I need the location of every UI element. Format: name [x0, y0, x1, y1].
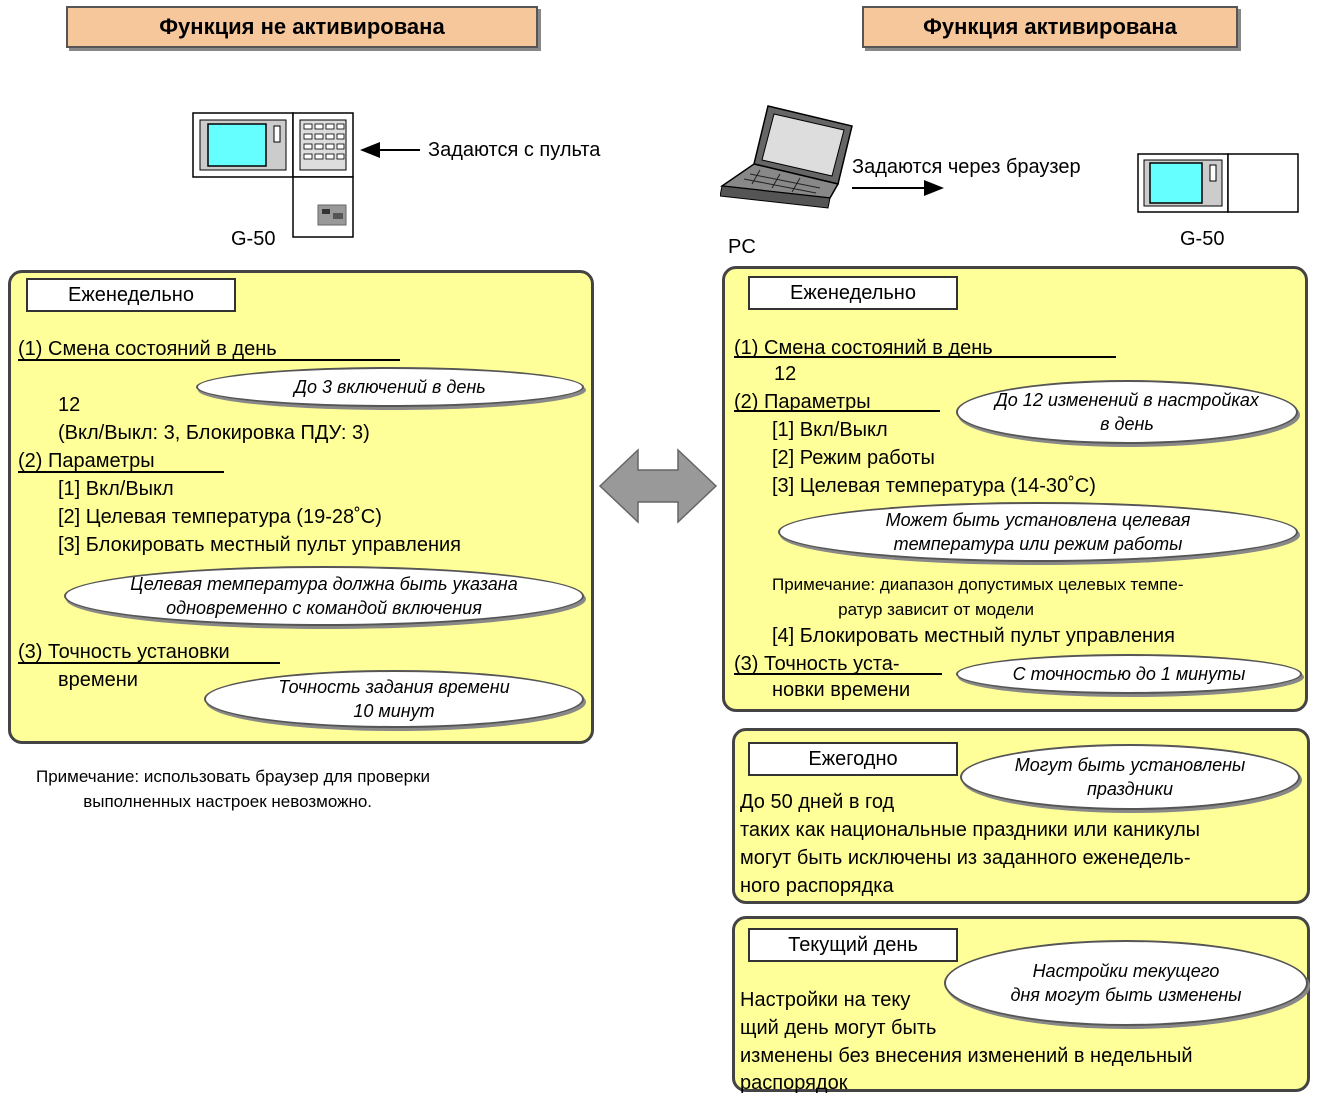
double-arrow-icon	[598, 448, 718, 524]
left-header: Функция не активирована	[66, 6, 538, 48]
pc-label: PC	[728, 236, 756, 258]
left-item2-title: (2) Параметры	[18, 450, 155, 472]
laptop-icon	[720, 105, 853, 209]
left-item1-value: 12	[58, 394, 81, 416]
left-item1-title: (1) Смена состояний в день	[18, 338, 277, 360]
right-today-bubble: Настройки текущего дня могут быть измене…	[944, 940, 1308, 1026]
right-item1-value: 12	[774, 363, 797, 385]
left-item3-title: (3) Точность установки	[18, 641, 230, 663]
right-today-line-1: Настройки на теку	[740, 989, 911, 1011]
right-device-label: G-50	[1180, 228, 1225, 250]
left-item2-underline	[18, 471, 224, 473]
left-arrow-label: Задаются с пульта	[428, 139, 601, 161]
left-bubble-1: До 3 включений в день	[196, 367, 584, 407]
right-today-line-2: щий день могут быть	[740, 1017, 937, 1039]
left-item1-detail: (Вкл/Выкл: 3, Блокировка ПДУ: 3)	[58, 422, 370, 444]
right-weekly-note: Примечание: диапазон допустимых целевых …	[772, 575, 1184, 619]
right-yearly-line-1: До 50 дней в год	[740, 791, 895, 813]
right-bubble-3: С точностью до 1 минуты	[956, 654, 1302, 694]
g50-controller-icon-right	[1137, 153, 1299, 213]
right-today-line-3: изменены без внесения изменений в недель…	[740, 1045, 1193, 1067]
left-item3-underline	[18, 662, 280, 664]
left-weekly-tab: Еженедельно	[26, 278, 236, 312]
right-weekly-panel	[722, 266, 1308, 712]
g50-controller-icon	[192, 112, 354, 238]
left-param-2: [2] Целевая температура (19-28˚C)	[58, 506, 382, 528]
right-arrow-icon	[852, 180, 944, 196]
right-item3-title2: новки времени	[772, 679, 911, 701]
right-weekly-tab: Еженедельно	[748, 276, 958, 310]
right-item3-title: (3) Точность уста-	[734, 653, 900, 675]
left-param-1: [1] Вкл/Выкл	[58, 478, 174, 500]
left-item1-underline	[18, 359, 400, 361]
right-bubble-1: До 12 изменений в настройках в день	[956, 380, 1298, 444]
right-item2-title: (2) Параметры	[734, 391, 871, 413]
right-yearly-line-4: ного распорядка	[740, 875, 894, 897]
left-bubble-3: Точность задания времени 10 минут	[204, 670, 584, 728]
left-arrow-icon	[360, 142, 420, 158]
left-weekly-panel	[8, 270, 594, 744]
right-item2-underline	[734, 410, 940, 412]
right-param-1: [1] Вкл/Выкл	[772, 419, 888, 441]
right-param-2: [2] Режим работы	[772, 447, 935, 469]
left-bubble-2: Целевая температура должна быть указана …	[64, 566, 584, 626]
right-bubble-2: Может быть установлена целевая температу…	[778, 502, 1298, 562]
right-item3-underline	[734, 673, 942, 675]
left-param-3: [3] Блокировать местный пульт управления	[58, 534, 461, 556]
right-today-line-4: распорядок	[740, 1072, 848, 1094]
right-param-3: [3] Целевая температура (14-30˚C)	[772, 475, 1096, 497]
left-item3-title2: времени	[58, 669, 138, 691]
right-param-4: [4] Блокировать местный пульт управления	[772, 625, 1175, 647]
right-yearly-line-2: таких как национальные праздники или кан…	[740, 819, 1201, 841]
right-yearly-bubble: Могут быть установлены праздники	[960, 744, 1300, 810]
right-arrow-label: Задаются через браузер	[852, 156, 1081, 179]
right-item1-title: (1) Смена состояний в день	[734, 337, 993, 359]
right-header: Функция активирована	[862, 6, 1238, 48]
left-device-label: G-50	[231, 228, 276, 250]
right-yearly-tab: Ежегодно	[748, 742, 958, 776]
right-yearly-line-3: могут быть исключены из заданного еженед…	[740, 847, 1191, 869]
left-note: Примечание: использовать браузер для про…	[36, 767, 431, 811]
right-item1-underline	[734, 356, 1116, 358]
right-today-tab: Текущий день	[748, 928, 958, 962]
